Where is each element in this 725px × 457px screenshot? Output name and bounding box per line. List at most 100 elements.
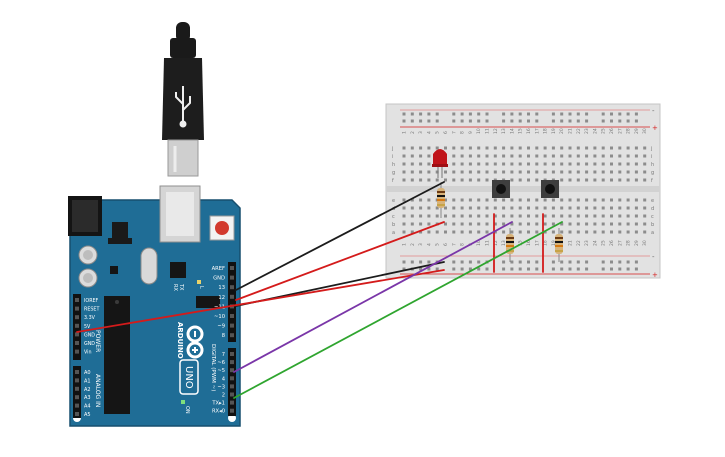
breadboard-hole[interactable] — [551, 112, 555, 116]
breadboard-hole[interactable] — [601, 154, 605, 158]
breadboard-hole[interactable] — [452, 267, 456, 271]
breadboard-hole[interactable] — [585, 119, 589, 123]
analog-pin[interactable] — [75, 378, 79, 383]
breadboard-hole[interactable] — [402, 119, 406, 123]
breadboard-hole[interactable] — [626, 119, 630, 123]
breadboard-hole[interactable] — [535, 267, 539, 271]
breadboard-hole[interactable] — [601, 178, 605, 182]
breadboard-hole[interactable] — [527, 112, 530, 116]
breadboard-hole[interactable] — [502, 214, 506, 218]
breadboard-hole[interactable] — [510, 162, 514, 166]
breadboard-hole[interactable] — [460, 146, 464, 150]
breadboard-hole[interactable] — [477, 214, 481, 218]
breadboard-hole[interactable] — [560, 214, 564, 218]
breadboard-hole[interactable] — [535, 146, 539, 150]
breadboard-hole[interactable] — [518, 198, 522, 202]
breadboard-hole[interactable] — [535, 178, 539, 182]
breadboard-hole[interactable] — [510, 222, 514, 226]
digital-pin[interactable] — [230, 392, 234, 397]
breadboard-hole[interactable] — [493, 170, 497, 174]
breadboard-hole[interactable] — [535, 170, 539, 174]
breadboard-hole[interactable] — [618, 230, 622, 234]
breadboard-hole[interactable] — [585, 112, 589, 116]
breadboard-hole[interactable] — [576, 267, 580, 271]
breadboard-hole[interactable] — [634, 198, 638, 202]
breadboard-hole[interactable] — [485, 178, 489, 182]
breadboard-hole[interactable] — [643, 170, 647, 174]
breadboard-hole[interactable] — [535, 230, 539, 234]
breadboard-hole[interactable] — [560, 119, 564, 123]
breadboard-hole[interactable] — [485, 230, 489, 234]
breadboard-hole[interactable] — [444, 146, 447, 150]
breadboard-hole[interactable] — [502, 267, 506, 271]
breadboard-hole[interactable] — [427, 267, 431, 271]
breadboard-hole[interactable] — [626, 178, 630, 182]
breadboard-hole[interactable] — [468, 119, 472, 123]
breadboard-hole[interactable] — [610, 198, 613, 202]
breadboard-hole[interactable] — [626, 170, 630, 174]
breadboard-hole[interactable] — [601, 214, 605, 218]
breadboard-hole[interactable] — [419, 162, 423, 166]
breadboard-hole[interactable] — [585, 162, 589, 166]
breadboard-hole[interactable] — [402, 222, 406, 226]
breadboard-hole[interactable] — [510, 260, 514, 264]
breadboard-hole[interactable] — [601, 267, 605, 271]
breadboard-hole[interactable] — [535, 198, 539, 202]
breadboard-hole[interactable] — [444, 222, 447, 226]
digital-pin[interactable] — [230, 408, 234, 413]
breadboard-hole[interactable] — [560, 162, 564, 166]
breadboard-hole[interactable] — [435, 112, 439, 116]
digital-pin[interactable] — [230, 368, 234, 373]
breadboard-hole[interactable] — [576, 146, 580, 150]
breadboard-hole[interactable] — [427, 198, 431, 202]
breadboard-hole[interactable] — [510, 170, 514, 174]
breadboard-hole[interactable] — [626, 222, 630, 226]
breadboard-hole[interactable] — [444, 230, 447, 234]
breadboard-hole[interactable] — [452, 146, 456, 150]
breadboard-hole[interactable] — [468, 198, 472, 202]
breadboard-hole[interactable] — [543, 206, 547, 210]
breadboard-hole[interactable] — [460, 198, 464, 202]
breadboard-hole[interactable] — [601, 119, 605, 123]
led-resistor[interactable] — [437, 182, 445, 218]
breadboard-hole[interactable] — [427, 119, 431, 123]
breadboard-hole[interactable] — [634, 214, 638, 218]
breadboard-hole[interactable] — [468, 154, 472, 158]
breadboard-hole[interactable] — [551, 198, 555, 202]
breadboard-hole[interactable] — [576, 198, 580, 202]
breadboard-hole[interactable] — [576, 170, 580, 174]
breadboard-hole[interactable] — [402, 206, 406, 210]
breadboard-hole[interactable] — [460, 170, 464, 174]
breadboard-hole[interactable] — [568, 112, 572, 116]
breadboard-hole[interactable] — [427, 154, 431, 158]
breadboard-hole[interactable] — [410, 230, 414, 234]
breadboard-hole[interactable] — [427, 146, 431, 150]
analog-pin[interactable] — [75, 395, 79, 400]
breadboard-hole[interactable] — [477, 112, 481, 116]
breadboard-hole[interactable] — [485, 206, 489, 210]
breadboard-hole[interactable] — [452, 119, 456, 123]
breadboard-hole[interactable] — [427, 230, 431, 234]
breadboard-hole[interactable] — [527, 178, 530, 182]
breadboard-hole[interactable] — [568, 198, 572, 202]
breadboard-hole[interactable] — [402, 198, 406, 202]
breadboard-hole[interactable] — [435, 230, 439, 234]
digital-pin[interactable] — [230, 400, 234, 405]
breadboard-hole[interactable] — [610, 267, 613, 271]
breadboard-hole[interactable] — [502, 119, 506, 123]
breadboard-hole[interactable] — [493, 206, 497, 210]
breadboard-hole[interactable] — [551, 119, 555, 123]
breadboard-hole[interactable] — [560, 146, 564, 150]
breadboard-hole[interactable] — [535, 112, 539, 116]
breadboard-hole[interactable] — [626, 146, 630, 150]
breadboard-hole[interactable] — [585, 206, 589, 210]
breadboard-hole[interactable] — [502, 206, 506, 210]
breadboard-hole[interactable] — [468, 260, 472, 264]
breadboard-hole[interactable] — [610, 119, 613, 123]
breadboard-hole[interactable] — [510, 119, 514, 123]
breadboard-hole[interactable] — [502, 112, 506, 116]
breadboard-hole[interactable] — [535, 222, 539, 226]
breadboard-hole[interactable] — [502, 260, 506, 264]
breadboard-hole[interactable] — [593, 170, 597, 174]
breadboard-hole[interactable] — [419, 119, 423, 123]
